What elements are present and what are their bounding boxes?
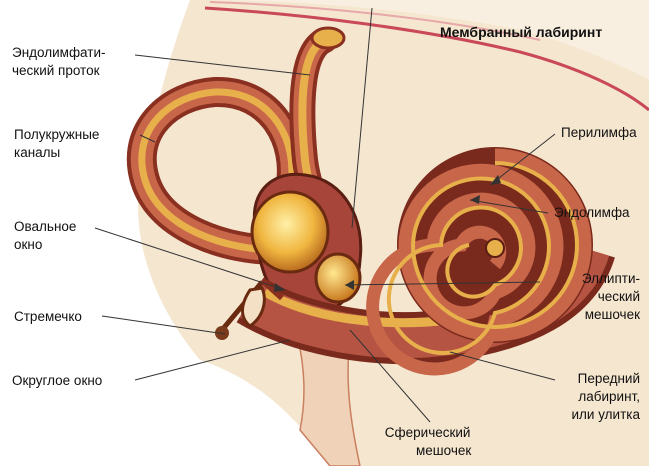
label-saccule: Сферический мешочек (384, 424, 471, 460)
endolymphatic-sac (312, 28, 344, 48)
label-semicircular-canals: Полукружные каналы (14, 126, 99, 162)
label-perilymph: Перилимфа (561, 124, 637, 142)
saccule-sac (316, 254, 360, 302)
label-endolymphatic-duct: Эндолимфати- ческий проток (12, 44, 106, 80)
label-utricle: Эллипти- ческий мешочек (582, 270, 640, 324)
label-oval-window: Овальное окно (14, 218, 76, 254)
cochlea-apex (486, 239, 504, 257)
label-round-window: Округлое окно (12, 372, 102, 390)
diagram-title: Мембранный лабиринт (440, 23, 602, 41)
label-cochlea: Передний лабиринт, или улитка (572, 370, 640, 424)
label-stapes: Стремечко (14, 308, 82, 326)
utricle-sac (252, 192, 328, 272)
label-endolymph: Эндолимфа (554, 204, 630, 222)
